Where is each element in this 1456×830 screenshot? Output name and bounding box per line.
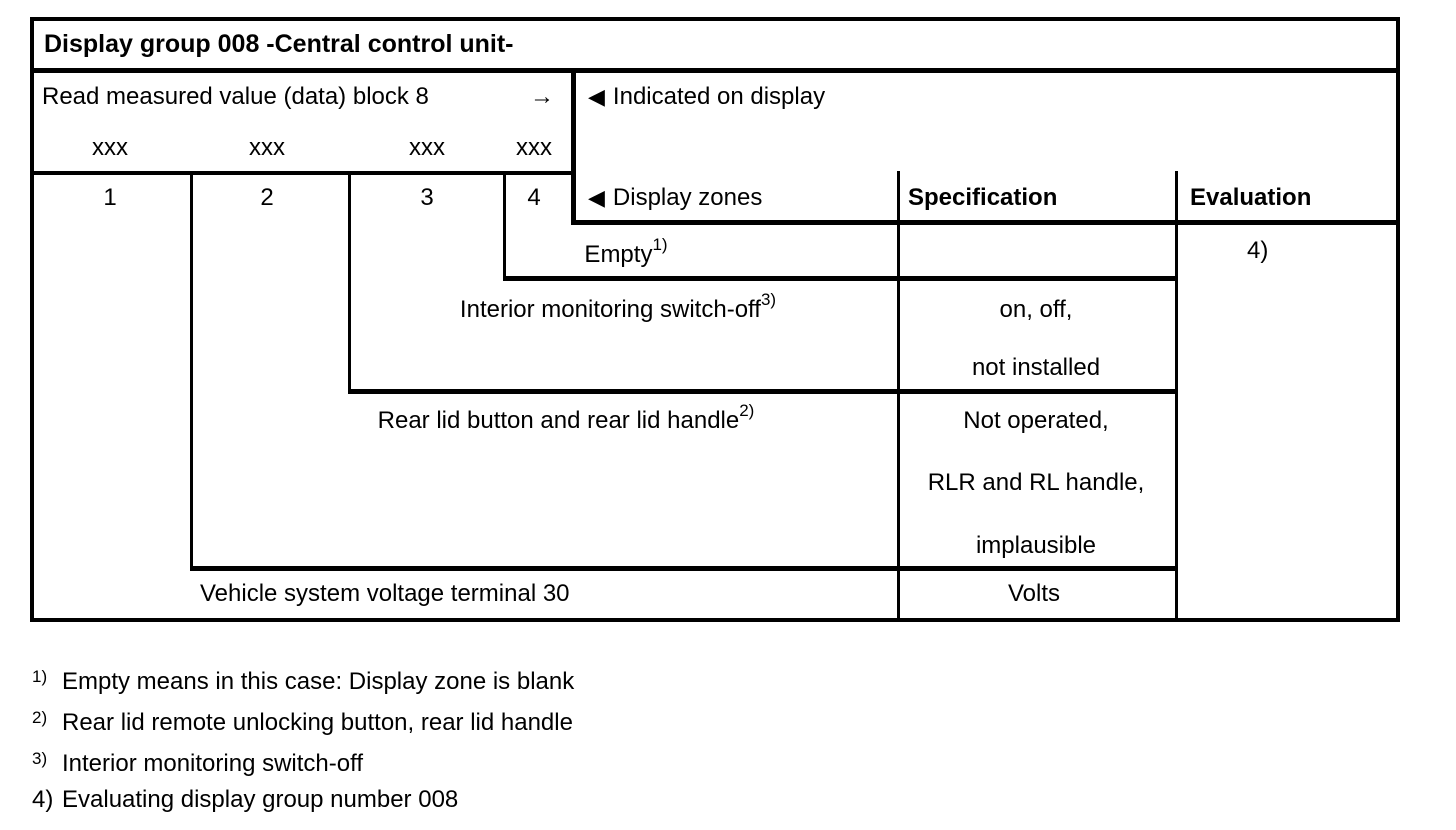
spec-rear-lid-line-1: Not operated, bbox=[963, 407, 1109, 434]
table-border-left bbox=[30, 17, 34, 622]
measured-value-placeholder-2: xxx bbox=[249, 134, 285, 161]
row-label-empty: Empty1) bbox=[584, 236, 667, 269]
zone-row-top-line bbox=[30, 171, 575, 175]
footnote-4-marker: 4) bbox=[32, 786, 54, 813]
footnote-3: 3) Interior monitoring switch-off bbox=[32, 745, 363, 778]
measured-value-placeholder-1: xxx bbox=[92, 134, 128, 161]
footnote-2: 2) Rear lid remote unlocking button, rear… bbox=[32, 704, 573, 737]
specification-header: Specification bbox=[908, 184, 1058, 211]
read-measured-value-row: Read measured value (data) block 8 → bbox=[42, 83, 554, 111]
footnote-4: 4) Evaluating display group number 008 bbox=[32, 786, 458, 814]
footnote-2-marker: 2) bbox=[32, 708, 48, 727]
footnote-2-text: Rear lid remote unlocking button, rear l… bbox=[62, 709, 573, 736]
display-zone-number-1: 1 bbox=[103, 184, 117, 211]
display-zones-label: Display zones bbox=[612, 184, 763, 211]
footnote-3-marker: 3) bbox=[32, 749, 48, 768]
footnote-3-text: Interior monitoring switch-off bbox=[62, 750, 364, 777]
spec-interior-line-1: on, off, bbox=[999, 296, 1073, 323]
rear-lid-row-bottom-line bbox=[190, 566, 1178, 571]
indicated-on-display-label: Indicated on display bbox=[612, 83, 826, 110]
footnote-1-text: Empty means in this case: Display zone i… bbox=[62, 668, 575, 695]
table-border-bottom bbox=[30, 618, 1400, 622]
arrow-right-icon: → bbox=[530, 83, 554, 110]
footnote-4-text: Evaluating display group number 008 bbox=[62, 786, 459, 813]
specification-column-divider bbox=[897, 171, 900, 622]
spec-rear-lid-line-2: RLR and RL handle, bbox=[927, 469, 1145, 496]
title-separator-line bbox=[30, 68, 1400, 73]
triangle-left-icon: ◀ bbox=[588, 84, 605, 109]
footnote-1-marker: 1) bbox=[32, 667, 48, 686]
table-title: Display group 008 -Central control unit- bbox=[44, 30, 514, 58]
display-zone-number-2: 2 bbox=[260, 184, 274, 211]
zone3-4-divider bbox=[503, 171, 506, 280]
measured-value-placeholder-4: xxx bbox=[516, 134, 552, 161]
header-bottom-line bbox=[573, 220, 1400, 225]
spec-vehicle-voltage: Volts bbox=[1007, 580, 1061, 607]
row-label-rear-lid: Rear lid button and rear lid handle2) bbox=[377, 402, 755, 435]
indicated-on-display: ◀ Indicated on display bbox=[588, 83, 825, 111]
measured-value-placeholder-3: xxx bbox=[409, 134, 445, 161]
evaluation-value: 4) bbox=[1247, 237, 1269, 264]
footnote-ref-3: 3) bbox=[760, 290, 777, 309]
spec-rear-lid-line-3: implausible bbox=[975, 532, 1097, 559]
display-zones-header: ◀ Display zones bbox=[588, 184, 762, 212]
table-border-top bbox=[30, 17, 1400, 21]
display-zone-number-4: 4 bbox=[527, 184, 541, 211]
triangle-left-icon: ◀ bbox=[588, 185, 605, 210]
indicated-box-left-line bbox=[571, 68, 576, 225]
read-measured-value-label: Read measured value (data) block 8 bbox=[42, 83, 429, 110]
table-border-right bbox=[1396, 17, 1400, 622]
footnote-ref-2: 2) bbox=[739, 401, 755, 420]
row-label-interior-monitoring: Interior monitoring switch-off3) bbox=[459, 291, 776, 324]
interior-row-bottom-line bbox=[348, 389, 1178, 394]
evaluation-column-divider bbox=[1175, 171, 1178, 622]
footnote-ref-1: 1) bbox=[652, 235, 668, 254]
row-label-vehicle-voltage: Vehicle system voltage terminal 30 bbox=[200, 580, 570, 607]
display-zone-number-3: 3 bbox=[420, 184, 434, 211]
zone2-3-divider bbox=[348, 171, 351, 393]
evaluation-header: Evaluation bbox=[1190, 184, 1312, 211]
row-label-rear-lid-text: Rear lid button and rear lid handle bbox=[377, 407, 740, 434]
zone1-2-divider bbox=[190, 171, 193, 570]
row-label-empty-text: Empty bbox=[584, 241, 653, 268]
empty-row-bottom-line bbox=[503, 276, 1178, 281]
footnote-1: 1) Empty means in this case: Display zone… bbox=[32, 663, 574, 696]
row-label-interior-text: Interior monitoring switch-off bbox=[459, 296, 761, 323]
spec-interior-line-2: not installed bbox=[971, 354, 1101, 381]
